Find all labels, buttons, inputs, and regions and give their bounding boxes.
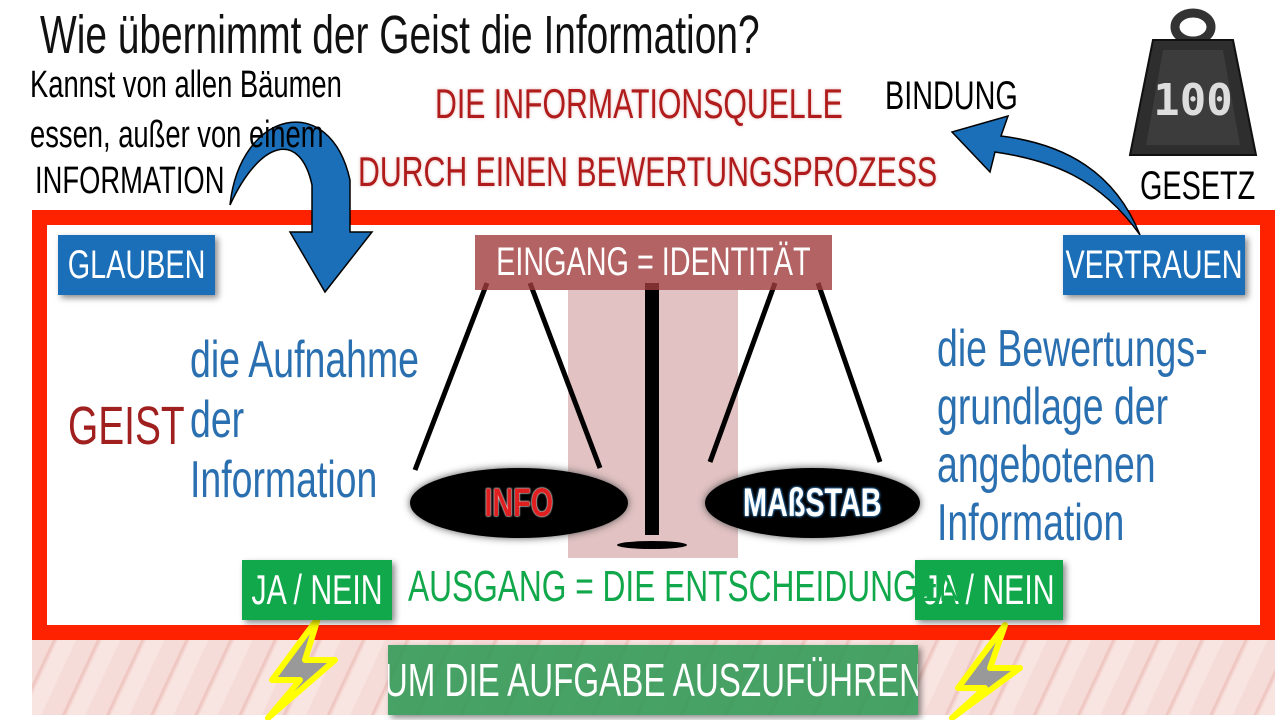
curved-arrow-up-icon <box>950 114 1141 236</box>
glauben-badge: GLAUBEN <box>58 235 215 295</box>
slide-title: Wie übernimmt der Geist die Information? <box>40 5 760 65</box>
curved-arrow-down-icon <box>229 121 374 294</box>
eingang-label: EINGANG = IDENTITÄT <box>475 235 832 290</box>
info-pan: INFO <box>410 468 628 538</box>
ausgang-label: AUSGANG = DIE ENTSCHEIDUNGEN <box>408 562 962 611</box>
vertrauen-badge: VERTRAUEN <box>1063 235 1245 295</box>
task-banner: UM DIE AUFGABE AUSZUFÜHREN <box>388 645 918 715</box>
source-label: DIE INFORMATIONSQUELLE <box>435 80 843 127</box>
note-line-1: Kannst von allen Bäumen <box>30 64 342 106</box>
note-line-2: essen, außer von einem <box>30 114 324 156</box>
weight-icon: 100 <box>1128 5 1258 160</box>
process-label: DURCH EINEN BEWERTUNGSPROZESS <box>358 148 938 195</box>
note-line-3: INFORMATION <box>35 160 225 202</box>
ja-nein-right: JA / NEIN <box>915 560 1063 620</box>
lightning-icon <box>265 615 1023 720</box>
massstab-pan: MAßSTAB <box>705 468 920 538</box>
geist-label: GEIST <box>68 396 185 456</box>
left-description: die Aufnahme der Information <box>190 331 419 509</box>
weight-label: GESETZ <box>1140 164 1256 208</box>
binding-label: BINDUNG <box>885 74 1018 118</box>
right-description: die Bewertungs- grundlage der angebotene… <box>937 320 1208 552</box>
ja-nein-left: JA / NEIN <box>242 560 392 620</box>
